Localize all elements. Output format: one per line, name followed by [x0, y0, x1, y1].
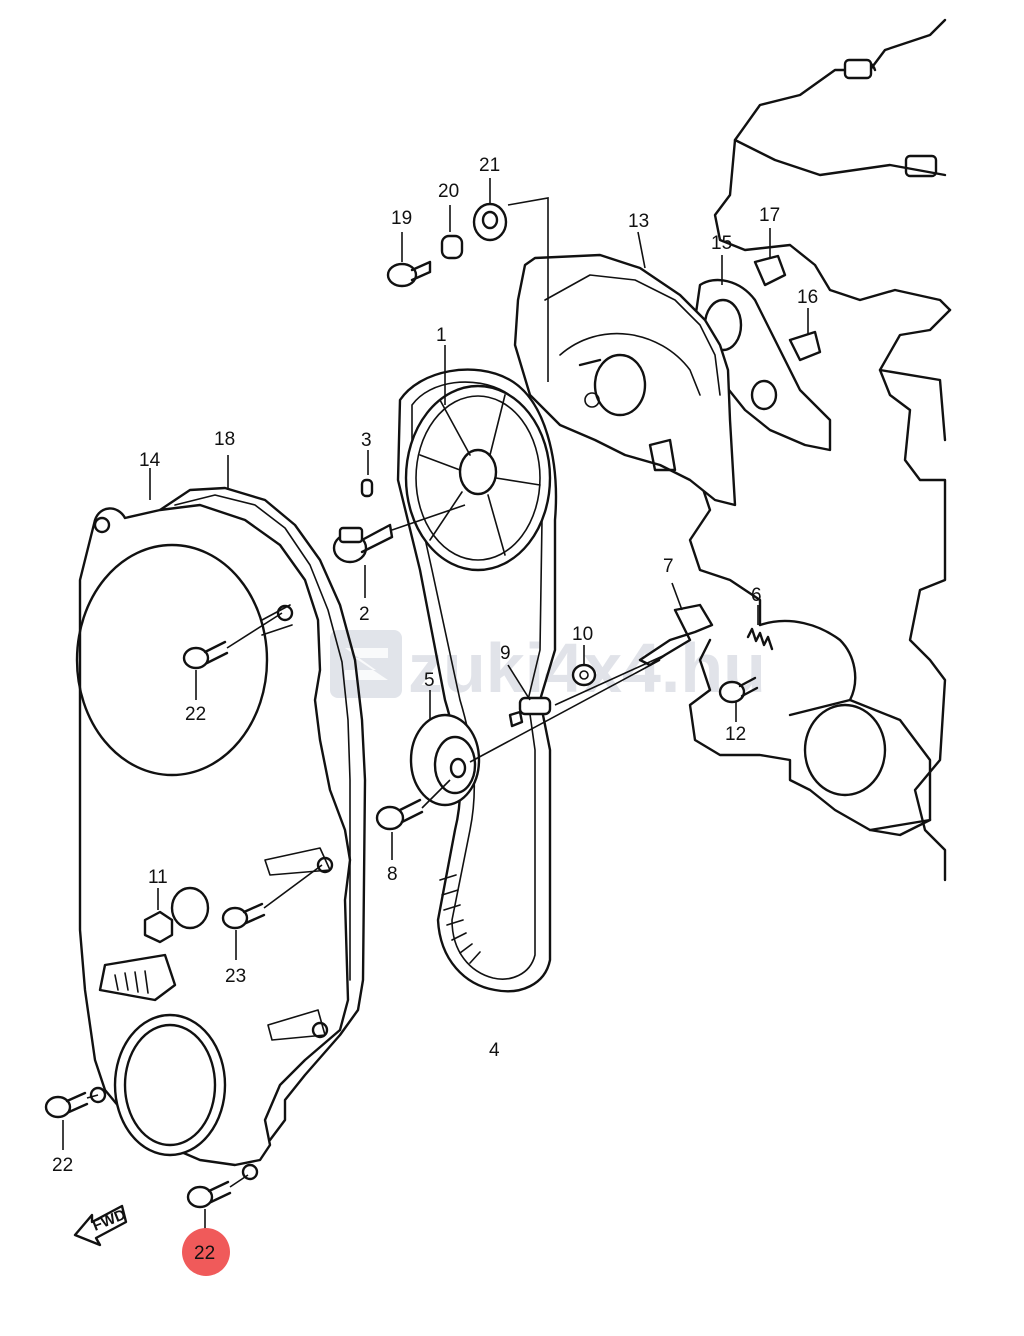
bolt-22-bottom [186, 1174, 249, 1232]
clip-16 [788, 308, 822, 362]
callout-19[interactable]: 19 [391, 208, 412, 229]
callout-22-left[interactable]: 22 [52, 1155, 73, 1176]
leader-21 [507, 197, 549, 382]
bolt-22-left [44, 1091, 99, 1150]
callout-15[interactable]: 15 [711, 233, 732, 254]
gasket-15 [693, 278, 832, 452]
callout-2[interactable]: 2 [359, 604, 370, 625]
callout-23[interactable]: 23 [225, 966, 246, 987]
bolt-8 [375, 779, 451, 860]
camshaft-pulley-1 [404, 345, 552, 572]
spacer-20 [440, 205, 464, 260]
callout-7[interactable]: 7 [663, 556, 674, 577]
outer-cover-14 [75, 455, 352, 1181]
callout-4[interactable]: 4 [489, 1040, 500, 1061]
grommet-21 [472, 178, 508, 242]
callout-22-highlighted[interactable]: 22 [194, 1243, 215, 1264]
leader-13 [637, 231, 646, 269]
callout-16[interactable]: 16 [797, 287, 818, 308]
callout-14[interactable]: 14 [139, 450, 161, 471]
callout-18[interactable]: 18 [214, 429, 235, 450]
callout-labels: 1 2 3 4 5 6 7 8 9 10 11 12 13 14 15 16 1… [52, 155, 818, 1264]
highlight-marker[interactable] [182, 1228, 230, 1276]
inner-cover-13 [513, 253, 737, 507]
callout-22-upper[interactable]: 22 [185, 704, 206, 725]
clip-17 [753, 228, 787, 287]
callout-10[interactable]: 10 [572, 624, 593, 645]
watermark: zuki4x4.hu [330, 629, 766, 707]
bolt-23 [221, 864, 323, 960]
engine-block [668, 18, 952, 882]
tensioner-axis [469, 659, 661, 763]
callout-21[interactable]: 21 [479, 155, 500, 176]
tensioner-5 [409, 690, 481, 807]
tensioner-plate-7 [638, 582, 714, 667]
callout-13[interactable]: 13 [628, 211, 649, 232]
washer-10 [571, 645, 597, 687]
spring-6 [746, 605, 774, 651]
bolt-22-upper [182, 612, 283, 700]
bolt-12 [718, 676, 759, 722]
callout-12[interactable]: 12 [725, 724, 746, 745]
callout-17[interactable]: 17 [759, 205, 780, 226]
callout-5[interactable]: 5 [424, 670, 435, 691]
stud-9 [507, 664, 552, 728]
stud-axis [554, 654, 666, 706]
bolt-19 [386, 232, 432, 288]
callout-20[interactable]: 20 [438, 181, 459, 202]
bolt-2 [332, 504, 466, 598]
callout-8[interactable]: 8 [387, 864, 398, 885]
callout-11[interactable]: 11 [148, 867, 168, 888]
forward-arrow-icon: FWD [73, 1204, 128, 1247]
callout-3[interactable]: 3 [361, 430, 372, 451]
cover-gasket-18 [158, 486, 367, 1142]
key-3 [360, 450, 374, 498]
callout-6[interactable]: 6 [751, 585, 762, 606]
callout-1[interactable]: 1 [436, 325, 447, 346]
callout-9[interactable]: 9 [500, 643, 511, 664]
nut-11 [143, 888, 174, 944]
